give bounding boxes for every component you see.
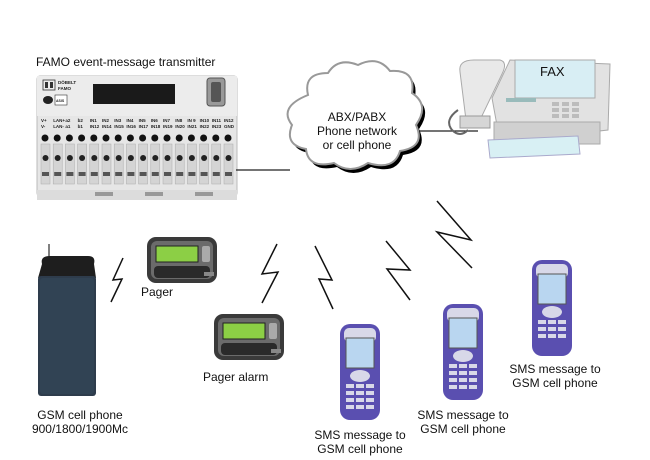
terminal-label-top: IN3 bbox=[114, 118, 122, 123]
terminal-label-top: a2 bbox=[65, 118, 71, 123]
brand-logo-icon bbox=[42, 79, 56, 91]
terminal-label-top: IN5 bbox=[139, 118, 147, 123]
terminal-label-top: IN10 bbox=[200, 118, 210, 123]
terminal-block bbox=[138, 134, 148, 185]
terminal-block bbox=[77, 134, 87, 185]
terminal-label-bottom: GND bbox=[224, 124, 235, 129]
terminal-label-bottom: V- bbox=[41, 124, 46, 129]
terminal-block bbox=[89, 134, 100, 185]
terminal-label-bottom: IN17 bbox=[139, 124, 149, 129]
serial-port-icon bbox=[206, 77, 226, 107]
sms-phone-2-label-1: SMS message to bbox=[417, 408, 509, 422]
pager-label: Pager bbox=[141, 285, 174, 299]
terminal-label-bottom: IN23 bbox=[212, 124, 222, 129]
pager-alarm-label: Pager alarm bbox=[203, 370, 269, 384]
network-label-1: ABX/PABX bbox=[327, 110, 387, 124]
gsm-modem-label-1: GSM cell phone bbox=[37, 408, 123, 422]
terminal-block bbox=[113, 134, 124, 185]
phone-screen bbox=[345, 337, 375, 369]
terminal-label-top: V+ bbox=[41, 118, 47, 123]
eagle-emblem-icon bbox=[43, 96, 53, 104]
brand-line1: DÖBELT bbox=[58, 79, 76, 85]
lightning-bolt-icon bbox=[110, 257, 124, 303]
terminal-label-top: IN4 bbox=[126, 118, 133, 123]
lightning-bolt-icon bbox=[260, 243, 280, 304]
terminal-label-top: IN2 bbox=[102, 118, 110, 123]
terminal-block bbox=[174, 134, 185, 185]
pager-alarm-device bbox=[214, 314, 284, 360]
sms-phone-3 bbox=[532, 260, 572, 356]
terminal-block bbox=[187, 134, 197, 185]
terminal-label-bottom: IN22 bbox=[200, 124, 210, 129]
terminal-block bbox=[126, 134, 136, 185]
sms-phone-1-label-2: GSM cell phone bbox=[317, 442, 403, 456]
terminal-block bbox=[211, 134, 222, 185]
terminal-label-bottom: IN14 bbox=[102, 124, 112, 129]
pager-screen bbox=[155, 245, 199, 263]
terminal-block bbox=[199, 134, 209, 185]
transmitter-title: FAMO event-message transmitter bbox=[36, 55, 216, 69]
terminal-label-top: b2 bbox=[78, 118, 84, 123]
sms-phone-2 bbox=[443, 304, 483, 400]
network-label-3: or cell phone bbox=[322, 138, 392, 152]
terminal-label-bottom: IN12 bbox=[90, 124, 100, 129]
fax-label: FAX bbox=[540, 64, 565, 79]
terminal-block bbox=[52, 134, 63, 185]
pager-device bbox=[147, 237, 217, 283]
sms-phone-1 bbox=[340, 324, 380, 420]
terminal-label-top: IN12 bbox=[224, 118, 234, 123]
terminal-label-top: IN8 bbox=[175, 118, 183, 123]
gsm-modem-label-2: 900/1800/1900Mc bbox=[31, 422, 129, 436]
sms-phone-3-label-2: GSM cell phone bbox=[512, 376, 598, 390]
terminal-label-top: IN7 bbox=[163, 118, 171, 123]
badge-text: ASIS bbox=[56, 99, 65, 103]
terminal-label-bottom: a1 bbox=[65, 124, 71, 129]
terminal-label-bottom: IN18 bbox=[151, 124, 161, 129]
terminal-label-bottom: IN20 bbox=[175, 124, 185, 129]
lcd-display bbox=[93, 84, 175, 104]
terminal-label-bottom: IN16 bbox=[126, 124, 136, 129]
fax-screen bbox=[514, 59, 596, 99]
terminal-label-top: IN6 bbox=[151, 118, 159, 123]
network-label-2: Phone network bbox=[316, 124, 398, 138]
pager-alarm-screen bbox=[222, 322, 266, 340]
terminal-block bbox=[40, 134, 51, 185]
terminal-label-top: IN1 bbox=[90, 118, 98, 123]
terminal-label-bottom: IN19 bbox=[163, 124, 173, 129]
sms-phone-2-label-2: GSM cell phone bbox=[420, 422, 506, 436]
sms-phone-3-label-1: SMS message to bbox=[509, 362, 601, 376]
terminal-label-bottom: IN21 bbox=[187, 124, 197, 129]
phone-screen bbox=[448, 317, 478, 349]
lightning-bolt-icon bbox=[314, 245, 334, 310]
terminal-label-bottom: b1 bbox=[78, 124, 84, 129]
terminal-label-top: LAN+ bbox=[53, 118, 65, 123]
lightning-bolt-icon bbox=[434, 200, 474, 269]
phone-screen bbox=[537, 273, 567, 305]
terminal-block bbox=[150, 134, 161, 185]
network-cloud bbox=[286, 60, 426, 173]
lightning-bolt-icon bbox=[385, 240, 412, 301]
sms-phone-1-label-1: SMS message to bbox=[314, 428, 406, 442]
terminal-label-bottom: IN15 bbox=[114, 124, 124, 129]
terminal-label-top: IN11 bbox=[212, 118, 222, 123]
gsm-modem bbox=[38, 244, 96, 396]
terminal-block bbox=[65, 134, 75, 185]
terminal-block bbox=[223, 134, 234, 185]
terminal-block bbox=[162, 134, 173, 185]
terminal-label-bottom: LAN- bbox=[53, 124, 64, 129]
terminal-label-top: IN 9 bbox=[187, 118, 196, 123]
brand-line2: FAMO bbox=[58, 86, 71, 91]
fax-machine bbox=[448, 59, 611, 159]
terminal-block bbox=[101, 134, 112, 185]
